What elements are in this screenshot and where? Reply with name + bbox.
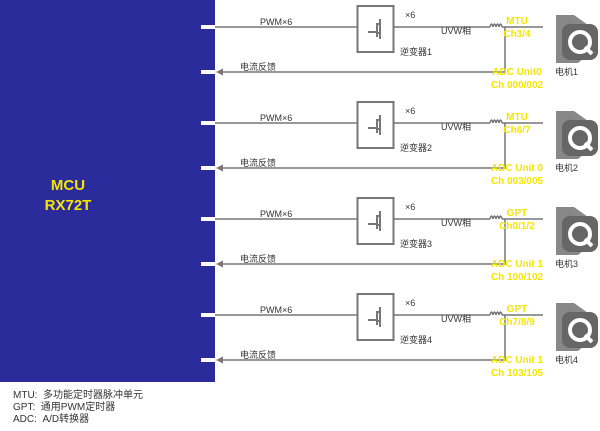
inverter-box [356,101,395,149]
motor-body [562,120,598,156]
motor-label: 电机3 [555,259,579,269]
inverter-count: ×6 [405,298,416,308]
inverter-label: 逆变器4 [400,335,433,345]
feedback-wire [222,27,506,73]
mcu-name: MCU [50,177,86,194]
inverter-label: 逆变器1 [400,47,433,57]
inverter-box [356,5,395,53]
adc-port [201,358,215,362]
adc-port [201,70,215,74]
motor-shaft-tail [583,333,594,344]
inverter-count: ×6 [405,202,416,212]
motor-shaft [568,30,592,54]
feedback-label: 电流反馈 [240,62,277,72]
pwm-label: PWM×6 [260,17,293,27]
motor-body [562,24,598,60]
current-sensor-icon [489,119,503,124]
pwm-port [201,313,215,317]
mcu-model: RX72T [44,197,92,214]
adc-port [201,166,215,170]
motor-shaft [568,318,592,342]
phase-label: UVW相 [441,314,471,324]
feedback-wire [222,315,506,361]
pwm-port [201,217,215,221]
motor-body [562,216,598,252]
pwm-label: PWM×6 [260,113,293,123]
feedback-wire [222,123,506,169]
current-sensor-icon [489,215,503,220]
feedback-label: 电流反馈 [240,350,277,360]
pwm-port [201,121,215,125]
arrow-icon [216,260,223,268]
motor-label: 电机2 [555,163,579,173]
motor-shaft-tail [583,237,594,248]
current-sensor-icon [489,23,503,28]
inverter-box [356,293,395,341]
motor-shaft [568,222,592,246]
arrow-icon [216,68,223,76]
adc-port [201,262,215,266]
transistor-icon [368,307,381,327]
inverter-label: 逆变器3 [400,239,433,249]
transistor-icon [368,19,381,39]
transistor-icon [368,211,381,231]
phase-label: UVW相 [441,122,471,132]
motor-label: 电机4 [555,355,579,365]
motor-shaft [568,126,592,150]
inverter-count: ×6 [405,10,416,20]
pwm-port [201,25,215,29]
motor-body [562,312,598,348]
feedback-wire [222,219,506,265]
legend-item: MTU: 多功能定时器脉冲单元 [13,390,144,401]
mcu-block: MCU RX72T [0,0,215,382]
inverter-count: ×6 [405,106,416,116]
inverter-label: 逆变器2 [400,143,433,153]
motor-shaft-tail [583,141,594,152]
phase-label: UVW相 [441,218,471,228]
transistor-icon [368,115,381,135]
pwm-label: PWM×6 [260,209,293,219]
arrow-icon [216,164,223,172]
phase-label: UVW相 [441,26,471,36]
motor-label: 电机1 [555,67,579,77]
pwm-label: PWM×6 [260,305,293,315]
arrow-icon [216,356,223,364]
motor-shaft-tail [583,45,594,56]
legend-item: ADC: A/D转换器 [13,414,90,425]
inverter-box [356,197,395,245]
current-sensor-icon [489,311,503,316]
feedback-label: 电流反馈 [240,254,277,264]
feedback-label: 电流反馈 [240,158,277,168]
legend-item: GPT: 通用PWM定时器 [13,402,116,413]
mcu-title: MCU RX72T [38,176,98,216]
